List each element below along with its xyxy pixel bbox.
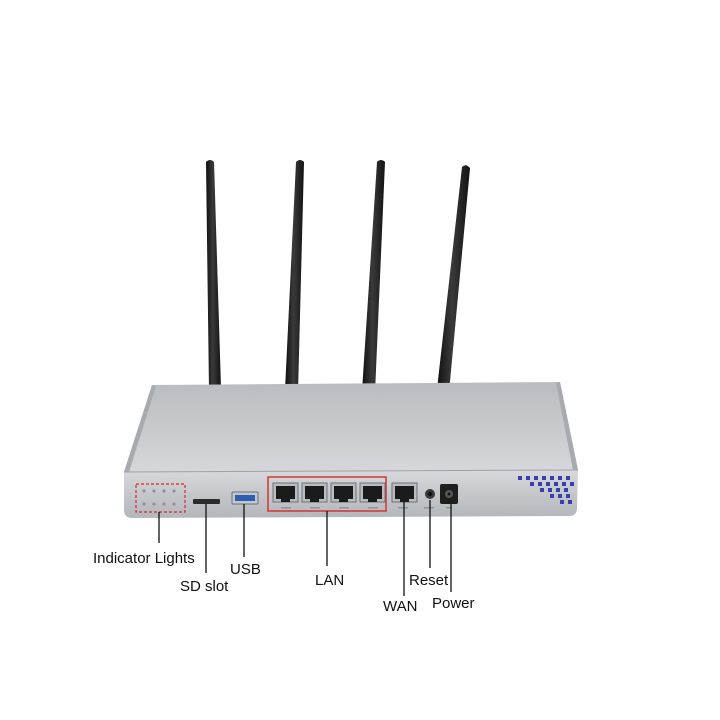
sd-slot-label: SD slot: [180, 578, 229, 595]
antenna-1: [206, 160, 221, 390]
lan-ports: [267, 476, 387, 512]
router-top-surface: [124, 382, 578, 472]
lan-label: LAN: [315, 572, 345, 589]
sd-slot: [193, 499, 220, 504]
lan-port-2: [301, 482, 328, 503]
lan-port-4: [359, 482, 386, 503]
reset-button-hole: [425, 489, 435, 499]
power-jack: [440, 484, 458, 504]
reset-label: Reset: [409, 572, 449, 589]
callout-lines: [158, 500, 452, 596]
lan-port-3: [330, 482, 357, 503]
antenna-2: [285, 160, 304, 392]
indicator-lights-panel: [135, 483, 186, 513]
antenna-4: [437, 165, 470, 392]
antenna-3: [362, 160, 385, 393]
wan-label: WAN: [383, 598, 418, 615]
indicator-lights-label: Indicator Lights: [93, 550, 195, 567]
logo-dot-pattern: [518, 476, 574, 504]
usb-port: [231, 491, 259, 505]
antennas: [206, 160, 470, 393]
wan-port: [391, 482, 418, 503]
lan-port-1: [272, 482, 299, 503]
usb-label: USB: [230, 561, 261, 578]
power-label: Power: [432, 595, 475, 612]
